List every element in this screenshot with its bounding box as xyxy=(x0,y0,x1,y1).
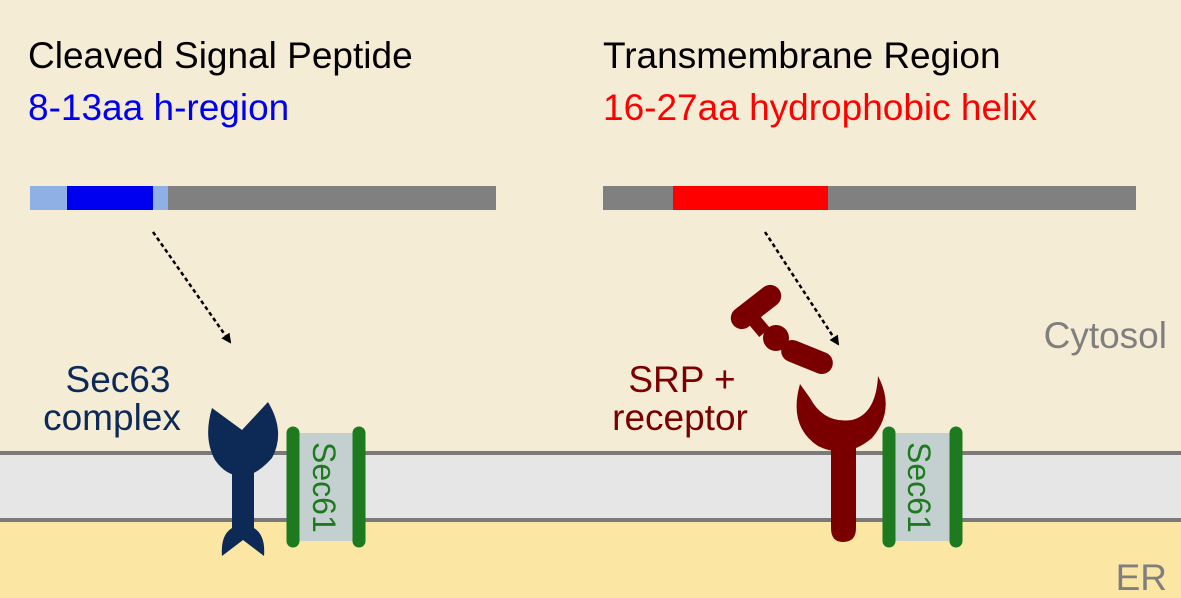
left-targeting-arrow xyxy=(151,231,232,344)
signal-peptide-protein-bar xyxy=(30,186,496,210)
srp-core xyxy=(763,325,789,351)
sec61-label-left: Sec61 xyxy=(306,442,342,533)
right-subtitle: 16-27aa hydrophobic helix xyxy=(603,87,1038,128)
srp-receptor-cup xyxy=(796,376,886,452)
sec61-label-right: Sec61 xyxy=(901,442,937,533)
membrane xyxy=(0,453,1181,520)
srp-label-line1: SRP + xyxy=(628,359,735,400)
right-targeting-arrow xyxy=(763,231,840,346)
sec61-channel-body xyxy=(889,433,956,541)
sec63-head xyxy=(208,402,279,476)
sec63-foot xyxy=(221,526,265,556)
sec61-channel-left: Sec61 xyxy=(286,426,366,548)
sec63-label-line2: complex xyxy=(43,397,181,438)
srp-receptor-stalk xyxy=(831,444,856,542)
srp-linker xyxy=(739,305,771,337)
left-title: Cleaved Signal Peptide xyxy=(28,35,413,76)
er-lumen-region xyxy=(0,520,1181,598)
srp-particle xyxy=(730,284,833,374)
srp-label-line2: receptor xyxy=(612,397,748,438)
srp-s-domain xyxy=(781,340,833,374)
tm-helix-segment xyxy=(673,186,828,210)
sec63-label-line1: Sec63 xyxy=(66,359,171,400)
left-subtitle: 8-13aa h-region xyxy=(28,87,289,128)
signal-hregion-segment xyxy=(67,186,153,210)
er-label: ER xyxy=(1116,557,1167,598)
transmembrane-protein-bar xyxy=(603,186,1136,210)
sec61-channel-body xyxy=(296,433,358,541)
right-title: Transmembrane Region xyxy=(603,35,1001,76)
srp-receptor xyxy=(796,376,886,542)
cytosol-label: Cytosol xyxy=(1044,315,1167,356)
sec63-stalk xyxy=(232,464,254,528)
sec61-channel-right: Sec61 xyxy=(882,426,963,548)
sec63-complex xyxy=(208,402,279,556)
